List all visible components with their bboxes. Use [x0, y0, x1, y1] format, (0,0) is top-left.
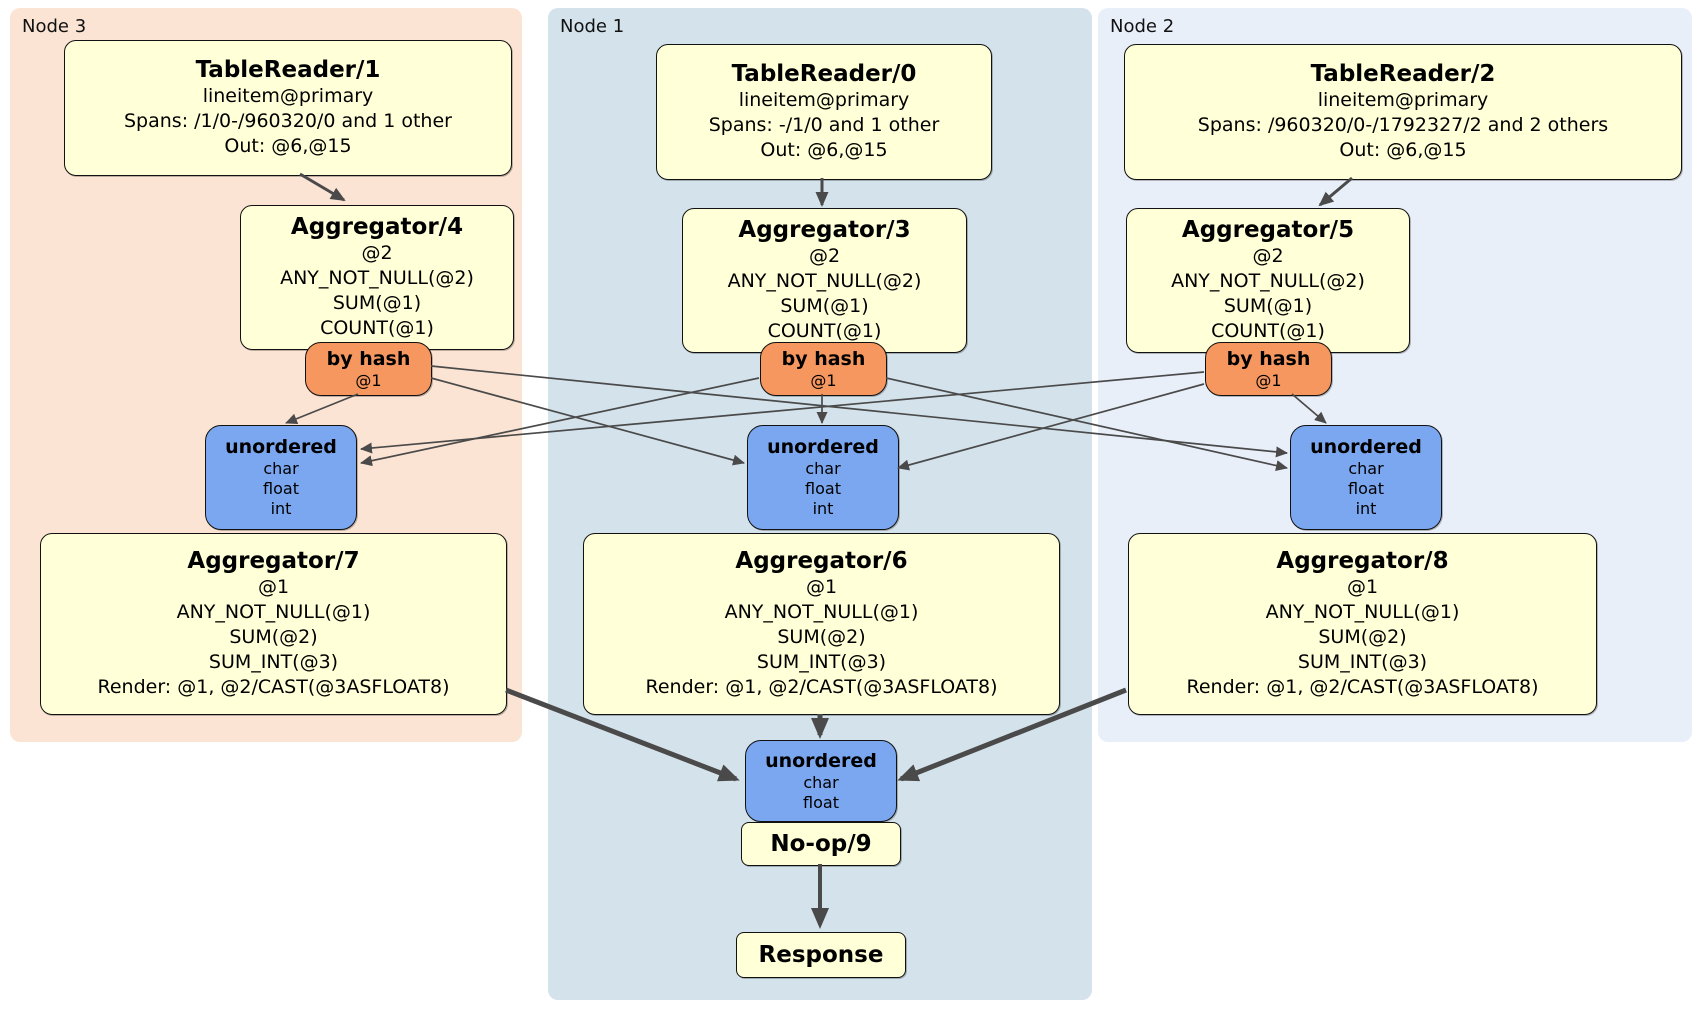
operator-detail: @2 [1252, 245, 1284, 267]
operator-detail: COUNT(@1) [320, 317, 434, 339]
operator-detail: SUM(@2) [229, 626, 318, 648]
sync-title: unordered [767, 436, 879, 458]
unordered-sync-final: unordered char float [745, 740, 897, 822]
sync-column: char [803, 772, 839, 792]
sync-column: float [803, 792, 839, 812]
router-detail: @1 [1255, 370, 1282, 390]
aggregator-4-box: Aggregator/4 @2 ANY_NOT_NULL(@2) SUM(@1)… [240, 205, 514, 350]
operator-detail: COUNT(@1) [767, 320, 882, 342]
sync-column: float [805, 479, 841, 498]
node2-label: Node 2 [1110, 16, 1175, 37]
aggregator-6-box: Aggregator/6 @1 ANY_NOT_NULL(@1) SUM(@2)… [583, 533, 1060, 715]
sync-column: int [812, 499, 834, 518]
aggregator-5-box: Aggregator/5 @2 ANY_NOT_NULL(@2) SUM(@1)… [1126, 208, 1410, 353]
operator-detail: SUM_INT(@3) [208, 651, 339, 673]
unordered-sync-node2: unordered char float int [1290, 425, 1442, 530]
operator-title: Aggregator/6 [735, 548, 908, 574]
operator-detail: lineitem@primary [738, 89, 910, 111]
aggregator-8-box: Aggregator/8 @1 ANY_NOT_NULL(@1) SUM(@2)… [1128, 533, 1597, 715]
noop-9-box: No-op/9 [741, 822, 901, 866]
operator-detail: SUM(@1) [1223, 295, 1313, 317]
operator-detail: Render: @1, @2/CAST(@3ASFLOAT8) [645, 676, 998, 698]
sync-title: unordered [225, 436, 337, 458]
operator-detail: Spans: -/1/0 and 1 other [708, 114, 940, 136]
aggregator-3-box: Aggregator/3 @2 ANY_NOT_NULL(@2) SUM(@1)… [682, 208, 967, 353]
sync-column: int [1355, 499, 1377, 518]
router-detail: @1 [355, 370, 382, 390]
operator-detail: Spans: /960320/0-/1792327/2 and 2 others [1197, 114, 1609, 136]
operator-title: TableReader/0 [731, 61, 917, 87]
operator-title: TableReader/2 [1310, 61, 1496, 87]
response-box: Response [736, 932, 906, 978]
operator-detail: @1 [1346, 576, 1379, 598]
operator-detail: @1 [805, 576, 838, 598]
tablereader-2-box: TableReader/2 lineitem@primary Spans: /9… [1124, 44, 1682, 180]
sync-column: float [1348, 479, 1384, 498]
operator-detail: Out: @6,@15 [1339, 139, 1467, 161]
router-title: by hash [326, 347, 411, 370]
operator-detail: SUM(@1) [780, 295, 869, 317]
router-title: by hash [781, 347, 866, 370]
operator-detail: Render: @1, @2/CAST(@3ASFLOAT8) [1186, 676, 1539, 698]
operator-detail: Spans: /1/0-/960320/0 and 1 other [124, 110, 452, 132]
operator-detail: SUM(@2) [1318, 626, 1407, 648]
operator-detail: SUM(@1) [332, 292, 422, 314]
operator-detail: SUM_INT(@3) [1297, 651, 1428, 673]
operator-title: Aggregator/3 [738, 217, 911, 243]
operator-detail: SUM_INT(@3) [756, 651, 887, 673]
operator-detail: ANY_NOT_NULL(@1) [176, 601, 371, 623]
operator-title: Aggregator/7 [187, 548, 360, 574]
operator-title: TableReader/1 [195, 57, 381, 83]
sync-column: char [1348, 459, 1384, 478]
operator-detail: COUNT(@1) [1211, 320, 1325, 342]
router-detail: @1 [810, 370, 837, 390]
operator-title: Aggregator/8 [1276, 548, 1449, 574]
operator-detail: ANY_NOT_NULL(@1) [724, 601, 919, 623]
sync-title: unordered [765, 749, 877, 772]
operator-title: Aggregator/5 [1181, 217, 1355, 243]
sync-column: char [805, 459, 841, 478]
aggregator-7-box: Aggregator/7 @1 ANY_NOT_NULL(@1) SUM(@2)… [40, 533, 507, 715]
operator-detail: Render: @1, @2/CAST(@3ASFLOAT8) [97, 676, 450, 698]
hash-router-node1: by hash @1 [760, 342, 887, 396]
node3-label: Node 3 [22, 16, 87, 37]
router-title: by hash [1226, 347, 1311, 370]
operator-detail: Out: @6,@15 [760, 139, 888, 161]
unordered-sync-node3: unordered char float int [205, 425, 357, 530]
operator-detail: @2 [361, 242, 393, 264]
node1-label: Node 1 [560, 16, 625, 37]
sync-column: int [270, 499, 292, 518]
hash-router-node2: by hash @1 [1205, 342, 1332, 396]
operator-detail: lineitem@primary [202, 85, 374, 107]
operator-detail: ANY_NOT_NULL(@1) [1265, 601, 1460, 623]
operator-detail: @2 [808, 245, 841, 267]
hash-router-node3: by hash @1 [305, 342, 432, 396]
operator-detail: Out: @6,@15 [224, 135, 352, 157]
sync-title: unordered [1310, 436, 1422, 458]
operator-title: Aggregator/4 [290, 214, 464, 240]
operator-detail: ANY_NOT_NULL(@2) [280, 267, 474, 289]
operator-detail: lineitem@primary [1317, 89, 1489, 111]
tablereader-1-box: TableReader/1 lineitem@primary Spans: /1… [64, 40, 512, 176]
sync-column: float [263, 479, 299, 498]
operator-detail: ANY_NOT_NULL(@2) [1171, 270, 1365, 292]
tablereader-0-box: TableReader/0 lineitem@primary Spans: -/… [656, 44, 992, 180]
operator-detail: ANY_NOT_NULL(@2) [727, 270, 922, 292]
unordered-sync-node1: unordered char float int [747, 425, 899, 530]
operator-detail: SUM(@2) [777, 626, 866, 648]
sync-column: char [263, 459, 299, 478]
operator-detail: @1 [257, 576, 290, 598]
